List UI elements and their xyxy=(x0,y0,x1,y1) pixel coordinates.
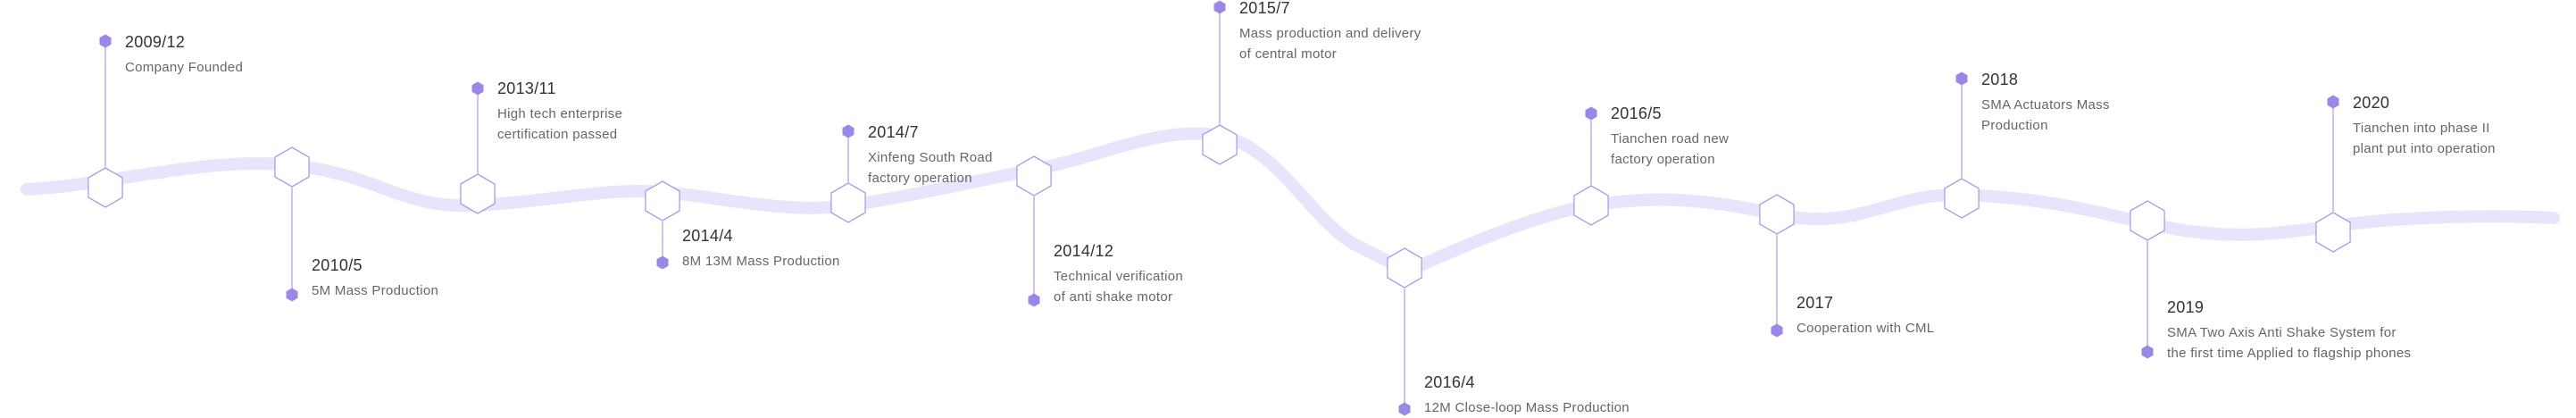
hexagon-marker-icon xyxy=(1771,323,1783,338)
milestone-description: Cooperation with CML xyxy=(1797,321,1935,336)
milestone-1 xyxy=(274,146,310,302)
milestone-date: 2009/12 xyxy=(125,33,186,51)
hexagon-marker-icon xyxy=(2327,95,2339,109)
hexagon-node-icon xyxy=(1202,124,1238,165)
hexagon-marker-icon xyxy=(656,255,669,270)
milestone-3 xyxy=(645,180,680,270)
hexagon-marker-icon xyxy=(1028,293,1040,307)
milestone-2 xyxy=(460,81,496,214)
hexagon-marker-icon xyxy=(286,288,298,302)
hexagon-node-icon xyxy=(2315,212,2351,253)
hexagon-marker-icon xyxy=(1585,106,1597,121)
hexagon-marker-icon xyxy=(2141,345,2154,359)
hexagon-node-icon xyxy=(1016,155,1052,196)
milestone-5 xyxy=(1016,155,1052,307)
hexagon-node-icon xyxy=(88,167,123,208)
milestone-description: 5M Mass Production xyxy=(312,283,439,298)
milestone-description: Tianchen into phase II plant put into op… xyxy=(2353,121,2496,156)
milestone-description: Tianchen road new factory operation xyxy=(1611,131,1730,167)
milestone-label: 2010/5 5M Mass Production xyxy=(312,255,438,301)
hexagon-marker-icon xyxy=(1955,71,1968,86)
hexagon-node-icon xyxy=(645,180,680,222)
hexagon-node-icon xyxy=(1387,247,1422,288)
milestone-label: 2014/4 8M 13M Mass Production xyxy=(682,226,840,272)
hexagon-node-icon xyxy=(1759,194,1795,235)
milestone-date: 2017 xyxy=(1797,294,1834,312)
hexagon-marker-icon xyxy=(1398,402,1411,416)
milestone-11 xyxy=(2130,200,2165,359)
milestone-date: 2016/4 xyxy=(1424,373,1475,391)
milestone-date: 2010/5 xyxy=(312,256,363,274)
milestone-date: 2015/7 xyxy=(1239,0,1290,17)
milestone-date: 2016/5 xyxy=(1611,104,1662,122)
hexagon-node-icon xyxy=(2130,200,2165,241)
milestone-6 xyxy=(1202,0,1238,165)
milestone-0 xyxy=(88,34,123,208)
milestone-4 xyxy=(830,124,866,223)
milestone-description: Technical verification of anti shake mot… xyxy=(1054,269,1183,305)
hexagon-marker-icon xyxy=(1213,0,1226,14)
milestone-date: 2014/4 xyxy=(682,227,733,245)
hexagon-node-icon xyxy=(1573,185,1609,226)
milestone-10 xyxy=(1944,71,1980,219)
milestone-date: 2019 xyxy=(2167,298,2205,316)
milestone-description: SMA Actuators Mass Production xyxy=(1981,97,2110,133)
hexagon-marker-icon xyxy=(471,81,484,96)
milestone-9 xyxy=(1759,194,1795,338)
milestone-description: 8M 13M Mass Production xyxy=(682,254,840,269)
hexagon-node-icon xyxy=(460,173,496,214)
milestone-description: Xinfeng South Road factory operation xyxy=(868,150,993,186)
milestone-description: 12M Close-loop Mass Production xyxy=(1424,400,1630,415)
milestone-date: 2013/11 xyxy=(497,79,556,97)
hexagon-marker-icon xyxy=(842,124,854,138)
milestone-date: 2018 xyxy=(1981,71,2019,88)
hexagon-node-icon xyxy=(274,146,310,188)
milestone-description: Company Founded xyxy=(125,60,244,75)
milestone-date: 2020 xyxy=(2353,94,2390,112)
milestone-description: High tech enterprise certification passe… xyxy=(497,106,623,142)
milestone-description: Mass production and delivery of central … xyxy=(1239,26,1421,62)
milestone-7 xyxy=(1387,247,1422,416)
hexagon-node-icon xyxy=(1944,178,1980,219)
milestone-description: SMA Two Axis Anti Shake System for the f… xyxy=(2167,325,2412,361)
timeline-wave xyxy=(21,127,2560,274)
hexagon-marker-icon xyxy=(99,34,112,48)
milestone-8 xyxy=(1573,106,1609,226)
milestone-date: 2014/12 xyxy=(1054,242,1114,260)
milestone-12 xyxy=(2315,95,2351,253)
milestone-date: 2014/7 xyxy=(868,123,919,141)
milestone-label: 2016/4 12M Close-loop Mass Production xyxy=(1424,372,1630,418)
hexagon-node-icon xyxy=(830,182,866,223)
